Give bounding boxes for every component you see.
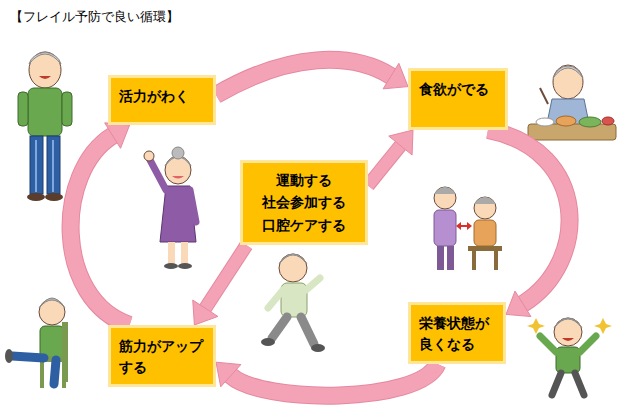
- waving-grandma: [144, 147, 196, 269]
- step-text: 口腔ケアする: [262, 214, 346, 236]
- cycle-arrow: [193, 245, 247, 325]
- step-box: 栄養状態が 良くなる: [408, 302, 506, 364]
- cycle-arrow: [488, 130, 570, 317]
- happy-grandpa: [527, 318, 612, 395]
- step-text: 運動する: [276, 169, 332, 191]
- exercising-pair: [434, 187, 502, 270]
- step-text: 食欲がでる: [419, 79, 489, 100]
- step-box: 運動する社会参加する口腔ケアする: [240, 160, 368, 245]
- sitting-grandpa: [5, 298, 68, 388]
- step-box: 活力がわく: [108, 75, 216, 125]
- cycle-arrow: [216, 60, 408, 95]
- standing-grandpa: [18, 52, 72, 201]
- step-text: 活力がわく: [119, 86, 189, 107]
- step-text: 社会参加する: [262, 191, 346, 213]
- step-text: 栄養状態が 良くなる: [419, 313, 495, 355]
- eating-grandpa: [528, 65, 616, 140]
- step-box: 食欲がでる: [408, 68, 508, 130]
- cycle-arrow: [216, 362, 437, 395]
- step-text: 筋力がアップ する: [119, 336, 205, 378]
- running-grandpa: [261, 254, 325, 352]
- cycle-arrow: [71, 123, 130, 325]
- step-box: 筋力がアップ する: [108, 325, 216, 387]
- diagram-title: 【フレイル予防で良い循環】: [10, 8, 179, 26]
- cycle-arrow: [368, 130, 413, 186]
